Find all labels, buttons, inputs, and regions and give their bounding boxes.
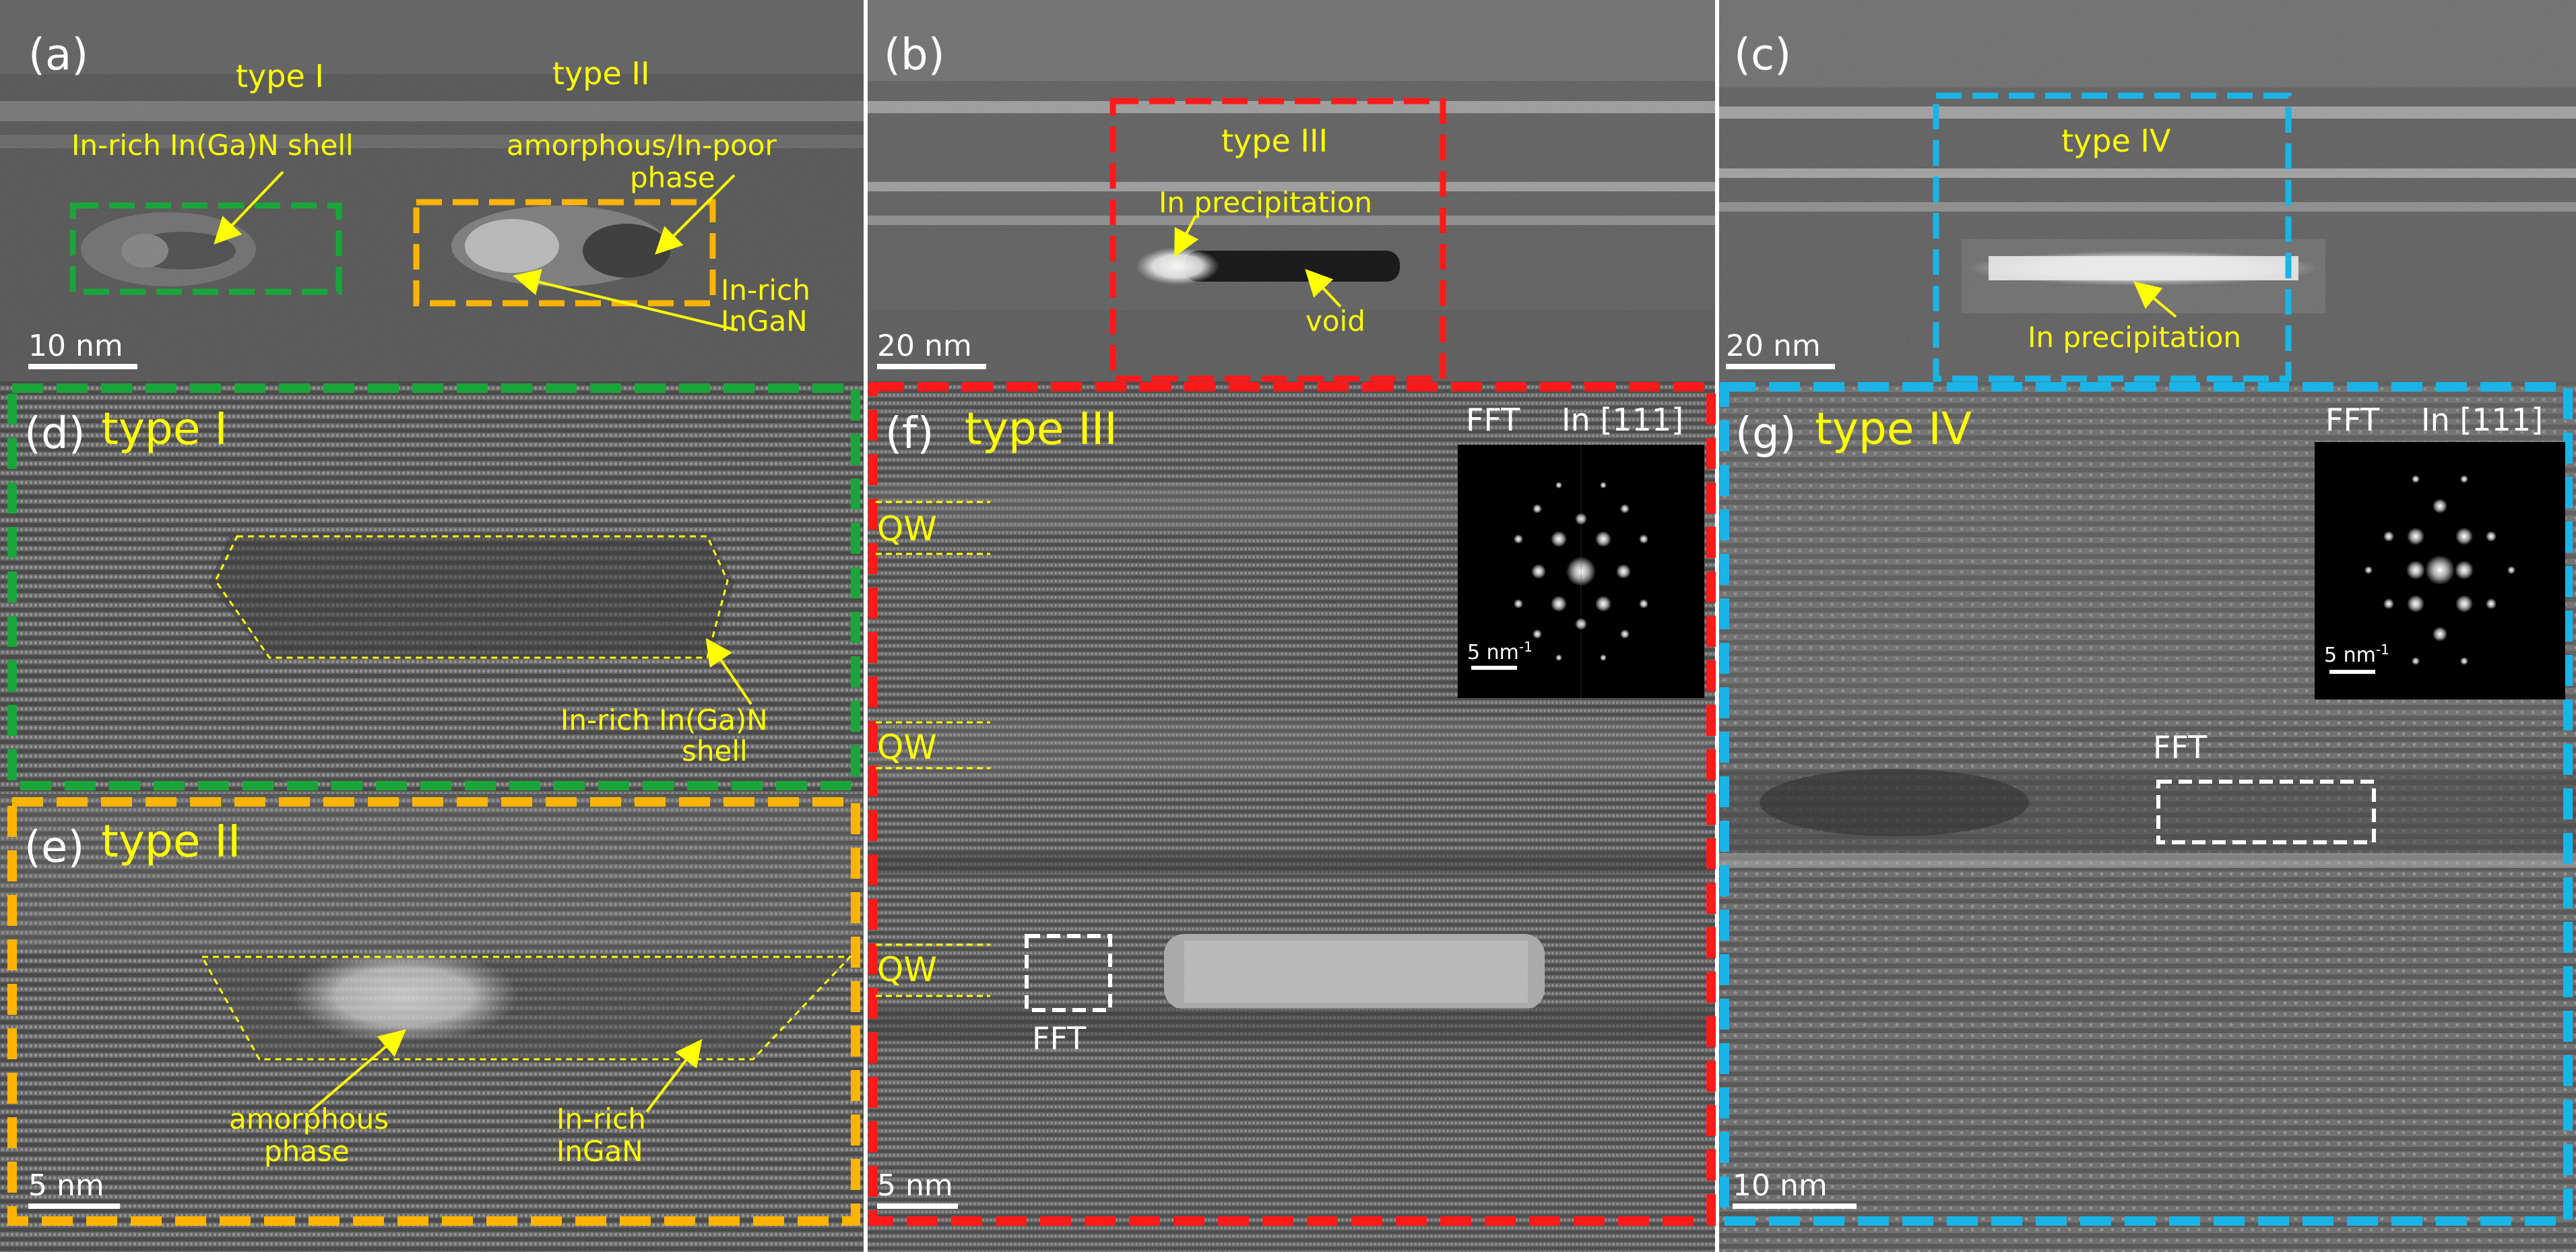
inset-scale-sup-g: -1 <box>2375 641 2389 658</box>
type-iii-label-b: type III <box>1221 123 1328 159</box>
panel-g-label: (g) <box>1735 409 1797 459</box>
inrich-label-e-line1: In-rich <box>556 1102 646 1135</box>
fft-pattern-g <box>2315 442 2565 699</box>
zone-axis-label-f: In [111] <box>1561 402 1684 438</box>
precip-label-b: In precipitation <box>1159 186 1372 219</box>
qw2-label: QW <box>877 728 937 767</box>
panel-e-label: (e) <box>24 823 85 873</box>
inset-scale-label-g: 5 nm-1 <box>2324 641 2389 667</box>
scale-bar-e <box>28 1203 120 1209</box>
type-iv-label-c: type IV <box>2061 123 2171 159</box>
fft-box-label-f: FFT <box>1032 1020 1087 1057</box>
scale-label-b: 20 nm <box>877 329 972 363</box>
precip-label-c: In precipitation <box>2028 321 2241 354</box>
inset-scale-bar-g <box>2329 670 2375 674</box>
inset-scale-bar-f <box>1471 666 1517 670</box>
inrich-label-a-line1: In-rich <box>721 274 810 307</box>
scale-label-f: 5 nm <box>877 1168 953 1203</box>
inset-scale-label-f: 5 nm-1 <box>1467 639 1533 664</box>
scale-bar-c <box>1726 364 1835 369</box>
scale-label-c: 20 nm <box>1726 329 1821 363</box>
amorph-label-a-line1: amorphous/In-poor <box>507 129 777 162</box>
type-ii-label-a: type II <box>552 55 650 92</box>
shell-label-a: In-rich In(Ga)N shell <box>71 129 354 162</box>
scale-bar-b <box>877 364 986 369</box>
shell-label-d-line2: shell <box>682 734 748 768</box>
panel-c-label: (c) <box>1734 30 1792 80</box>
fft-pattern-f <box>1458 445 1704 698</box>
scale-label-g: 10 nm <box>1733 1168 1828 1203</box>
panel-d-label: (d) <box>24 409 86 459</box>
inrich-label-a-line2: InGaN <box>721 305 808 338</box>
fft-label-g: FFT <box>2325 402 2380 438</box>
type-ii-label-e: type II <box>101 815 241 867</box>
amorph-label-e-line1: amorphous <box>229 1102 389 1135</box>
type-i-label-a: type I <box>236 58 324 94</box>
scale-label-e: 5 nm <box>28 1168 104 1203</box>
scale-bar-f <box>877 1203 958 1209</box>
panel-b-label: (b) <box>884 30 945 80</box>
panel-a-label: (a) <box>28 30 89 80</box>
scale-label-a: 10 nm <box>28 329 123 363</box>
panel-f-label: (f) <box>885 409 934 459</box>
type-i-label-d: type I <box>101 403 228 455</box>
fft-label-f: FFT <box>1466 402 1520 438</box>
shell-label-d-line1: In-rich In(Ga)N <box>560 703 768 737</box>
qw3-label: QW <box>877 950 937 989</box>
amorph-label-a-line2: phase <box>630 161 715 194</box>
amorph-label-e-line2: phase <box>264 1135 350 1168</box>
fft-box-label-g: FFT <box>2153 729 2208 765</box>
type-iv-label-g: type IV <box>1815 403 1972 455</box>
type-iii-label-f: type III <box>965 403 1118 455</box>
void-label-b: void <box>1306 305 1365 338</box>
inrich-label-e-line2: InGaN <box>556 1135 643 1168</box>
fft-inset-g: 5 nm-1 <box>2315 442 2565 699</box>
zone-axis-label-g: In [111] <box>2421 402 2544 438</box>
fft-inset-f: 5 nm-1 <box>1458 445 1704 698</box>
scale-bar-a <box>28 364 137 369</box>
inset-scale-sup-f: -1 <box>1518 639 1533 655</box>
qw1-label: QW <box>877 509 937 549</box>
scale-bar-g <box>1733 1203 1857 1209</box>
